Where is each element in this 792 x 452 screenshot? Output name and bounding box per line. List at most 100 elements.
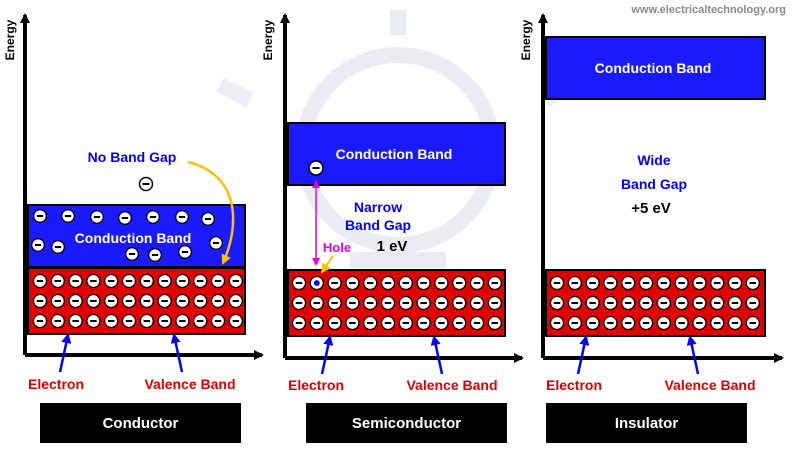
- electron-icon: [745, 295, 760, 311]
- conduction-band: [287, 122, 506, 186]
- free-electron-icon: [138, 176, 154, 192]
- electron-icon: [51, 240, 65, 254]
- electron-icon: [157, 293, 172, 309]
- electron-icon: [148, 248, 162, 262]
- conduction-band-label: Conduction Band: [595, 60, 712, 76]
- electron-icon: [469, 295, 485, 311]
- no-gap-arrow: [187, 160, 235, 265]
- electron-icon: [121, 313, 137, 329]
- electron-icon: [86, 273, 101, 289]
- electron-icon: [416, 315, 431, 331]
- electron-icon: [692, 295, 707, 311]
- electron-icon: [727, 315, 743, 331]
- electron-icon: [61, 209, 75, 223]
- valence-electrons: [291, 275, 502, 331]
- electron-icon: [175, 273, 190, 289]
- electron-icon: [621, 275, 636, 291]
- valence-electrons: [32, 273, 243, 329]
- electron-icon: [487, 315, 502, 331]
- hole-icon: [309, 275, 324, 291]
- electron-icon: [228, 313, 243, 329]
- site-watermark: www.electricaltechnology.org: [631, 4, 786, 16]
- valence-band: [287, 269, 506, 337]
- electron-icon: [228, 273, 243, 289]
- electron-icon: [175, 313, 190, 329]
- electron-icon: [157, 313, 172, 329]
- conduction-band-label: Conduction Band: [336, 146, 453, 162]
- electron-icon: [674, 295, 689, 311]
- electron-pointer-arrow: [576, 335, 590, 375]
- hole-label: Hole: [323, 240, 351, 255]
- electron-icon: [86, 293, 101, 309]
- electron-icon: [104, 313, 119, 329]
- electron-icon: [692, 275, 707, 291]
- electron-icon: [139, 293, 154, 309]
- electron-icon: [638, 275, 654, 291]
- electron-icon: [745, 275, 760, 291]
- electron-icon: [68, 313, 83, 329]
- electron-icon: [291, 295, 307, 311]
- electron-icon: [175, 210, 189, 224]
- electron-icon: [710, 295, 725, 311]
- valence-band-label: Valence Band: [664, 377, 755, 393]
- caption-insulator: Insulator: [546, 403, 747, 443]
- electron-icon: [32, 313, 48, 329]
- electron-icon: [125, 247, 139, 261]
- electron-icon: [363, 295, 378, 311]
- electron-icon: [549, 275, 565, 291]
- electron-icon: [32, 293, 48, 309]
- valence-pointer-arrow: [430, 335, 444, 375]
- electron-icon: [452, 275, 467, 291]
- valence-pointer-arrow: [686, 335, 700, 375]
- electron-icon: [549, 295, 565, 311]
- electron-icon: [309, 295, 324, 311]
- electron-icon: [121, 273, 137, 289]
- conduction-band-label: Conduction Band: [75, 230, 192, 246]
- excited-electron-icon: [308, 160, 324, 176]
- electron-icon: [50, 293, 65, 309]
- electron-icon: [416, 295, 431, 311]
- electron-icon: [193, 293, 208, 309]
- electron-icon: [380, 295, 396, 311]
- electron-icon: [345, 315, 360, 331]
- electron-label: Electron: [546, 377, 602, 393]
- electron-icon: [416, 275, 431, 291]
- electron-icon: [638, 295, 654, 311]
- electron-icon: [745, 315, 760, 331]
- electron-pointer-arrow: [320, 335, 334, 375]
- electron-icon: [621, 315, 636, 331]
- electron-icon: [567, 275, 582, 291]
- electron-icon: [68, 273, 83, 289]
- electron-icon: [327, 315, 342, 331]
- energy-axis-label: Energy: [261, 19, 275, 60]
- electron-icon: [118, 211, 132, 225]
- electron-icon: [380, 275, 396, 291]
- electron-icon: [175, 293, 190, 309]
- energy-axis-label: Energy: [3, 19, 17, 60]
- electron-icon: [603, 275, 618, 291]
- gap-value: 1 eV: [377, 238, 408, 255]
- electron-icon: [210, 293, 226, 309]
- electron-icon: [380, 315, 396, 331]
- gap-line1-label: Narrow: [354, 199, 402, 215]
- gap-value: +5 eV: [631, 200, 671, 217]
- electron-icon: [434, 295, 449, 311]
- electron-icon: [727, 275, 743, 291]
- electron-icon: [121, 293, 137, 309]
- electron-icon: [487, 275, 502, 291]
- electron-icon: [487, 295, 502, 311]
- electron-icon: [434, 275, 449, 291]
- electron-icon: [621, 295, 636, 311]
- electron-icon: [309, 315, 324, 331]
- conduction-band: [545, 36, 766, 100]
- electron-icon: [398, 315, 413, 331]
- electron-icon: [452, 315, 467, 331]
- electron-icon: [201, 212, 215, 226]
- electron-icon: [86, 313, 101, 329]
- electron-label: Electron: [288, 377, 344, 393]
- electron-icon: [68, 293, 83, 309]
- conduction-electrons: [31, 209, 223, 262]
- electron-icon: [50, 313, 65, 329]
- electron-icon: [363, 275, 378, 291]
